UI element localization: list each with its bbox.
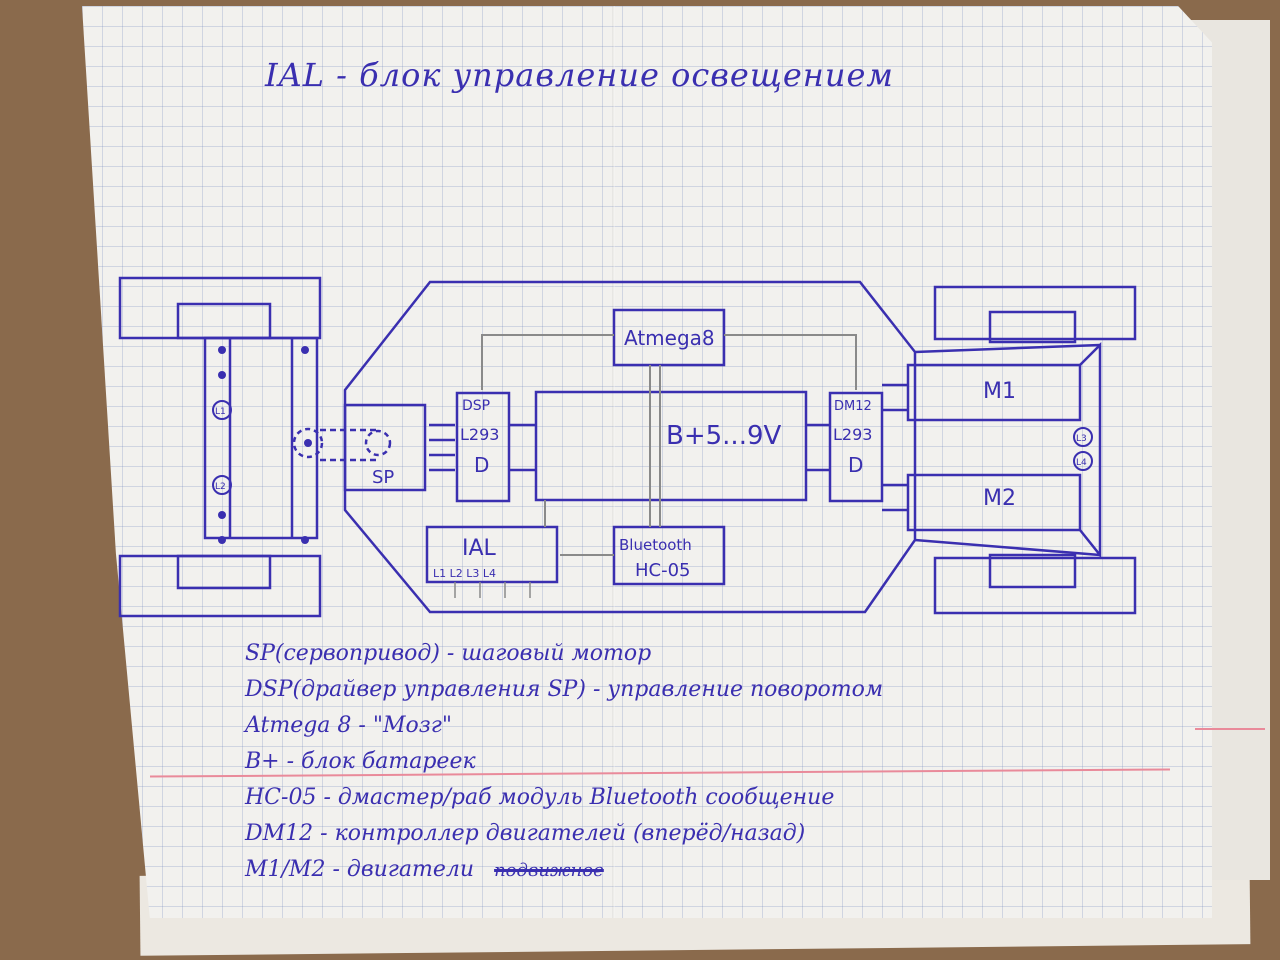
m1-label: M1: [983, 379, 1016, 404]
legend-line: Atmega 8 - "Мозг": [245, 713, 452, 738]
right-bottom-hub: [988, 553, 1077, 589]
right-top-wheel: [933, 285, 1137, 341]
m2-box: [906, 473, 1082, 532]
legend-line: M1/M2 - двигатели подвижное: [245, 852, 1175, 888]
left-l2-label: L2: [215, 482, 226, 492]
dm12-chip-label: L293: [833, 425, 872, 444]
bluetooth-top-label: Bluetooth: [619, 536, 692, 554]
atmega-box: [612, 308, 726, 367]
right-l4-label: L4: [1076, 458, 1087, 468]
legend-line: HC-05 - дмастер/раб модуль Bluetooth соо…: [245, 785, 835, 810]
right-top-hub: [988, 310, 1077, 344]
paper-fold: [612, 6, 615, 918]
dsp-bottom-label: D: [474, 453, 489, 477]
legend-line: DSP(драйвер управления SP) - управление …: [245, 677, 884, 702]
left-bottom-wheel: [118, 554, 322, 618]
margin-line-edge: [1195, 728, 1265, 730]
m1-box: [906, 363, 1082, 422]
left-bottom-hub: [176, 554, 272, 590]
legend-line-text: M1/M2 - двигатели: [245, 857, 475, 882]
left-l1-label: L1: [215, 407, 226, 417]
dsp-top-label: DSP: [462, 398, 490, 414]
legend-line: DM12 - контроллер двигателей (вперёд/наз…: [245, 821, 806, 846]
dsp-chip-label: L293: [460, 425, 499, 444]
left-axle-frame: [203, 336, 319, 540]
bluetooth-bottom-label: HC-05: [635, 560, 691, 581]
power-label: B+5...9V: [666, 421, 782, 451]
ial-box: [425, 525, 559, 584]
legend-line: B+ - блок батареек: [245, 749, 476, 774]
page-title: IAL - блок управление освещением: [265, 56, 894, 94]
crossed-out-text: подвижное: [494, 860, 604, 881]
dm12-bottom-label: D: [848, 453, 863, 477]
ial-sub-label: L1 L2 L3 L4: [433, 567, 496, 580]
right-l3-label: L3: [1076, 434, 1087, 444]
dm12-top-label: DM12: [834, 399, 872, 414]
grid-paper: [82, 6, 1212, 918]
legend-line: SP(сервопривод) - шаговый мотор: [245, 641, 652, 666]
dsp-box: [455, 391, 511, 503]
m2-label: M2: [983, 486, 1016, 511]
sp-label: SP: [372, 467, 394, 488]
left-top-hub: [176, 302, 272, 340]
legend: SP(сервопривод) - шаговый мотор DSP(драй…: [245, 636, 1175, 888]
dm12-box: [828, 391, 884, 503]
atmega-label: Atmega8: [624, 326, 715, 350]
ial-label: IAL: [462, 536, 497, 561]
right-bottom-wheel: [933, 556, 1137, 615]
left-top-wheel: [118, 276, 322, 340]
power-box: [534, 390, 808, 502]
sp-box: [343, 403, 427, 492]
